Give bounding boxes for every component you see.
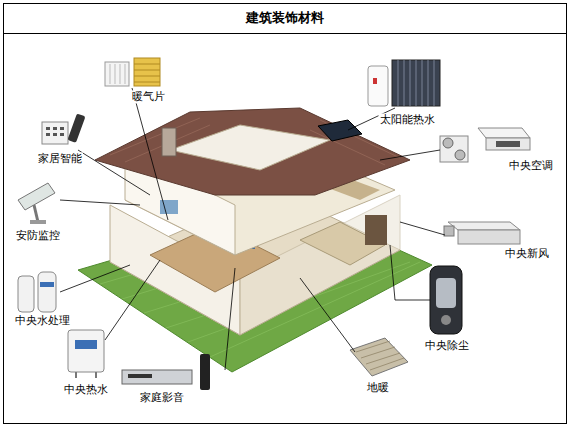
radiator-icons	[105, 58, 160, 86]
leader-lines	[60, 88, 445, 370]
roof-solar-panel	[318, 120, 362, 141]
smart-home-icons	[42, 113, 85, 144]
title: 建筑装饰材料	[3, 4, 567, 32]
chimney	[162, 128, 176, 156]
home-theater-icon	[122, 354, 210, 390]
water-heater-icon	[68, 330, 104, 378]
part-label: 安防监控	[15, 229, 61, 242]
part-label: 中央新风	[504, 247, 550, 260]
part-label: 暖气片	[131, 90, 166, 103]
header-rule	[3, 33, 567, 34]
floor-heating-icon	[350, 338, 408, 376]
part-label: 中央热水	[63, 383, 109, 396]
part-label: 家庭影音	[139, 391, 185, 404]
fresh-air-icon	[444, 222, 520, 244]
part-label: 太阳能热水	[379, 113, 436, 126]
part-label: 中央空调	[508, 159, 554, 172]
solar-water-icons	[368, 60, 440, 106]
roof-tiles	[110, 118, 400, 165]
part-label: 中央水处理	[14, 314, 71, 327]
part-label: 地暖	[366, 381, 390, 394]
picture	[160, 200, 178, 214]
table-frame	[4, 4, 567, 424]
air-conditioning-icons	[440, 128, 530, 162]
water-treatment-icon	[18, 272, 56, 312]
part-label: 家居智能	[37, 152, 83, 165]
roof	[95, 108, 410, 195]
cabinet	[365, 215, 387, 245]
central-vacuum-icon	[430, 266, 462, 334]
security-camera-icon	[18, 183, 55, 224]
part-label: 中央除尘	[424, 339, 470, 352]
